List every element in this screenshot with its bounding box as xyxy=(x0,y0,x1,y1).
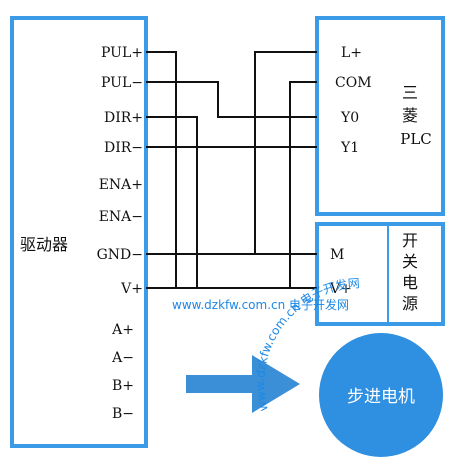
plc-title-line2: 菱 xyxy=(402,106,418,125)
driver-pin-a-plus: A+ xyxy=(111,322,134,338)
plc-title-line1: 三 xyxy=(402,83,418,102)
arrow-icon xyxy=(186,355,300,413)
driver-pin-dir-plus: DIR+ xyxy=(104,110,143,126)
psu-title-char1: 开 xyxy=(402,231,418,250)
driver-pin-gnd: GND− xyxy=(97,247,143,263)
plc-pin-l-plus: L+ xyxy=(341,45,362,61)
driver-pin-pul-plus: PUL+ xyxy=(101,45,143,61)
wires xyxy=(146,51,317,289)
psu-title-char4: 源 xyxy=(402,294,418,313)
wire-pul-minus xyxy=(146,81,317,118)
psu-pin-vplus: V+ xyxy=(329,281,352,297)
motor-circle xyxy=(319,333,443,457)
psu-title-char2: 关 xyxy=(402,252,418,271)
wire-pul-plus xyxy=(146,51,177,288)
wire-dir-plus xyxy=(146,116,198,288)
driver-pin-b-minus: B− xyxy=(112,406,134,422)
watermark-horizontal: www.dzkfw.com.cn 电子开发网 xyxy=(172,297,349,312)
driver-pin-a-minus: A− xyxy=(111,350,134,366)
driver-pin-ena-minus: ENA− xyxy=(99,209,143,225)
plc-pin-y0: Y0 xyxy=(340,110,359,126)
psu-pin-m: M xyxy=(330,247,344,263)
driver-pin-pul-minus: PUL− xyxy=(101,75,143,91)
driver-pins: PUL+ PUL− DIR+ DIR− ENA+ ENA− GND− V+ A+… xyxy=(97,45,143,422)
driver-pin-b-plus: B+ xyxy=(112,378,134,394)
driver-pin-dir-minus: DIR− xyxy=(104,140,143,156)
driver-title: 驱动器 xyxy=(20,235,68,254)
plc-title-line3: PLC xyxy=(400,130,432,148)
psu-box xyxy=(315,222,445,326)
driver-pin-vplus: V+ xyxy=(120,281,143,297)
plc-pin-com: COM xyxy=(335,75,372,91)
plc-box xyxy=(315,16,445,216)
wire-l-plus xyxy=(254,51,317,254)
driver-pin-ena-plus: ENA+ xyxy=(99,177,143,193)
driver-box xyxy=(10,16,148,448)
motor-label: 步进电机 xyxy=(347,387,415,407)
psu-title-char3: 电 xyxy=(402,273,418,292)
plc-pins: L+ COM Y0 Y1 xyxy=(335,45,372,156)
wire-com xyxy=(289,81,317,288)
plc-pin-y1: Y1 xyxy=(340,140,359,156)
